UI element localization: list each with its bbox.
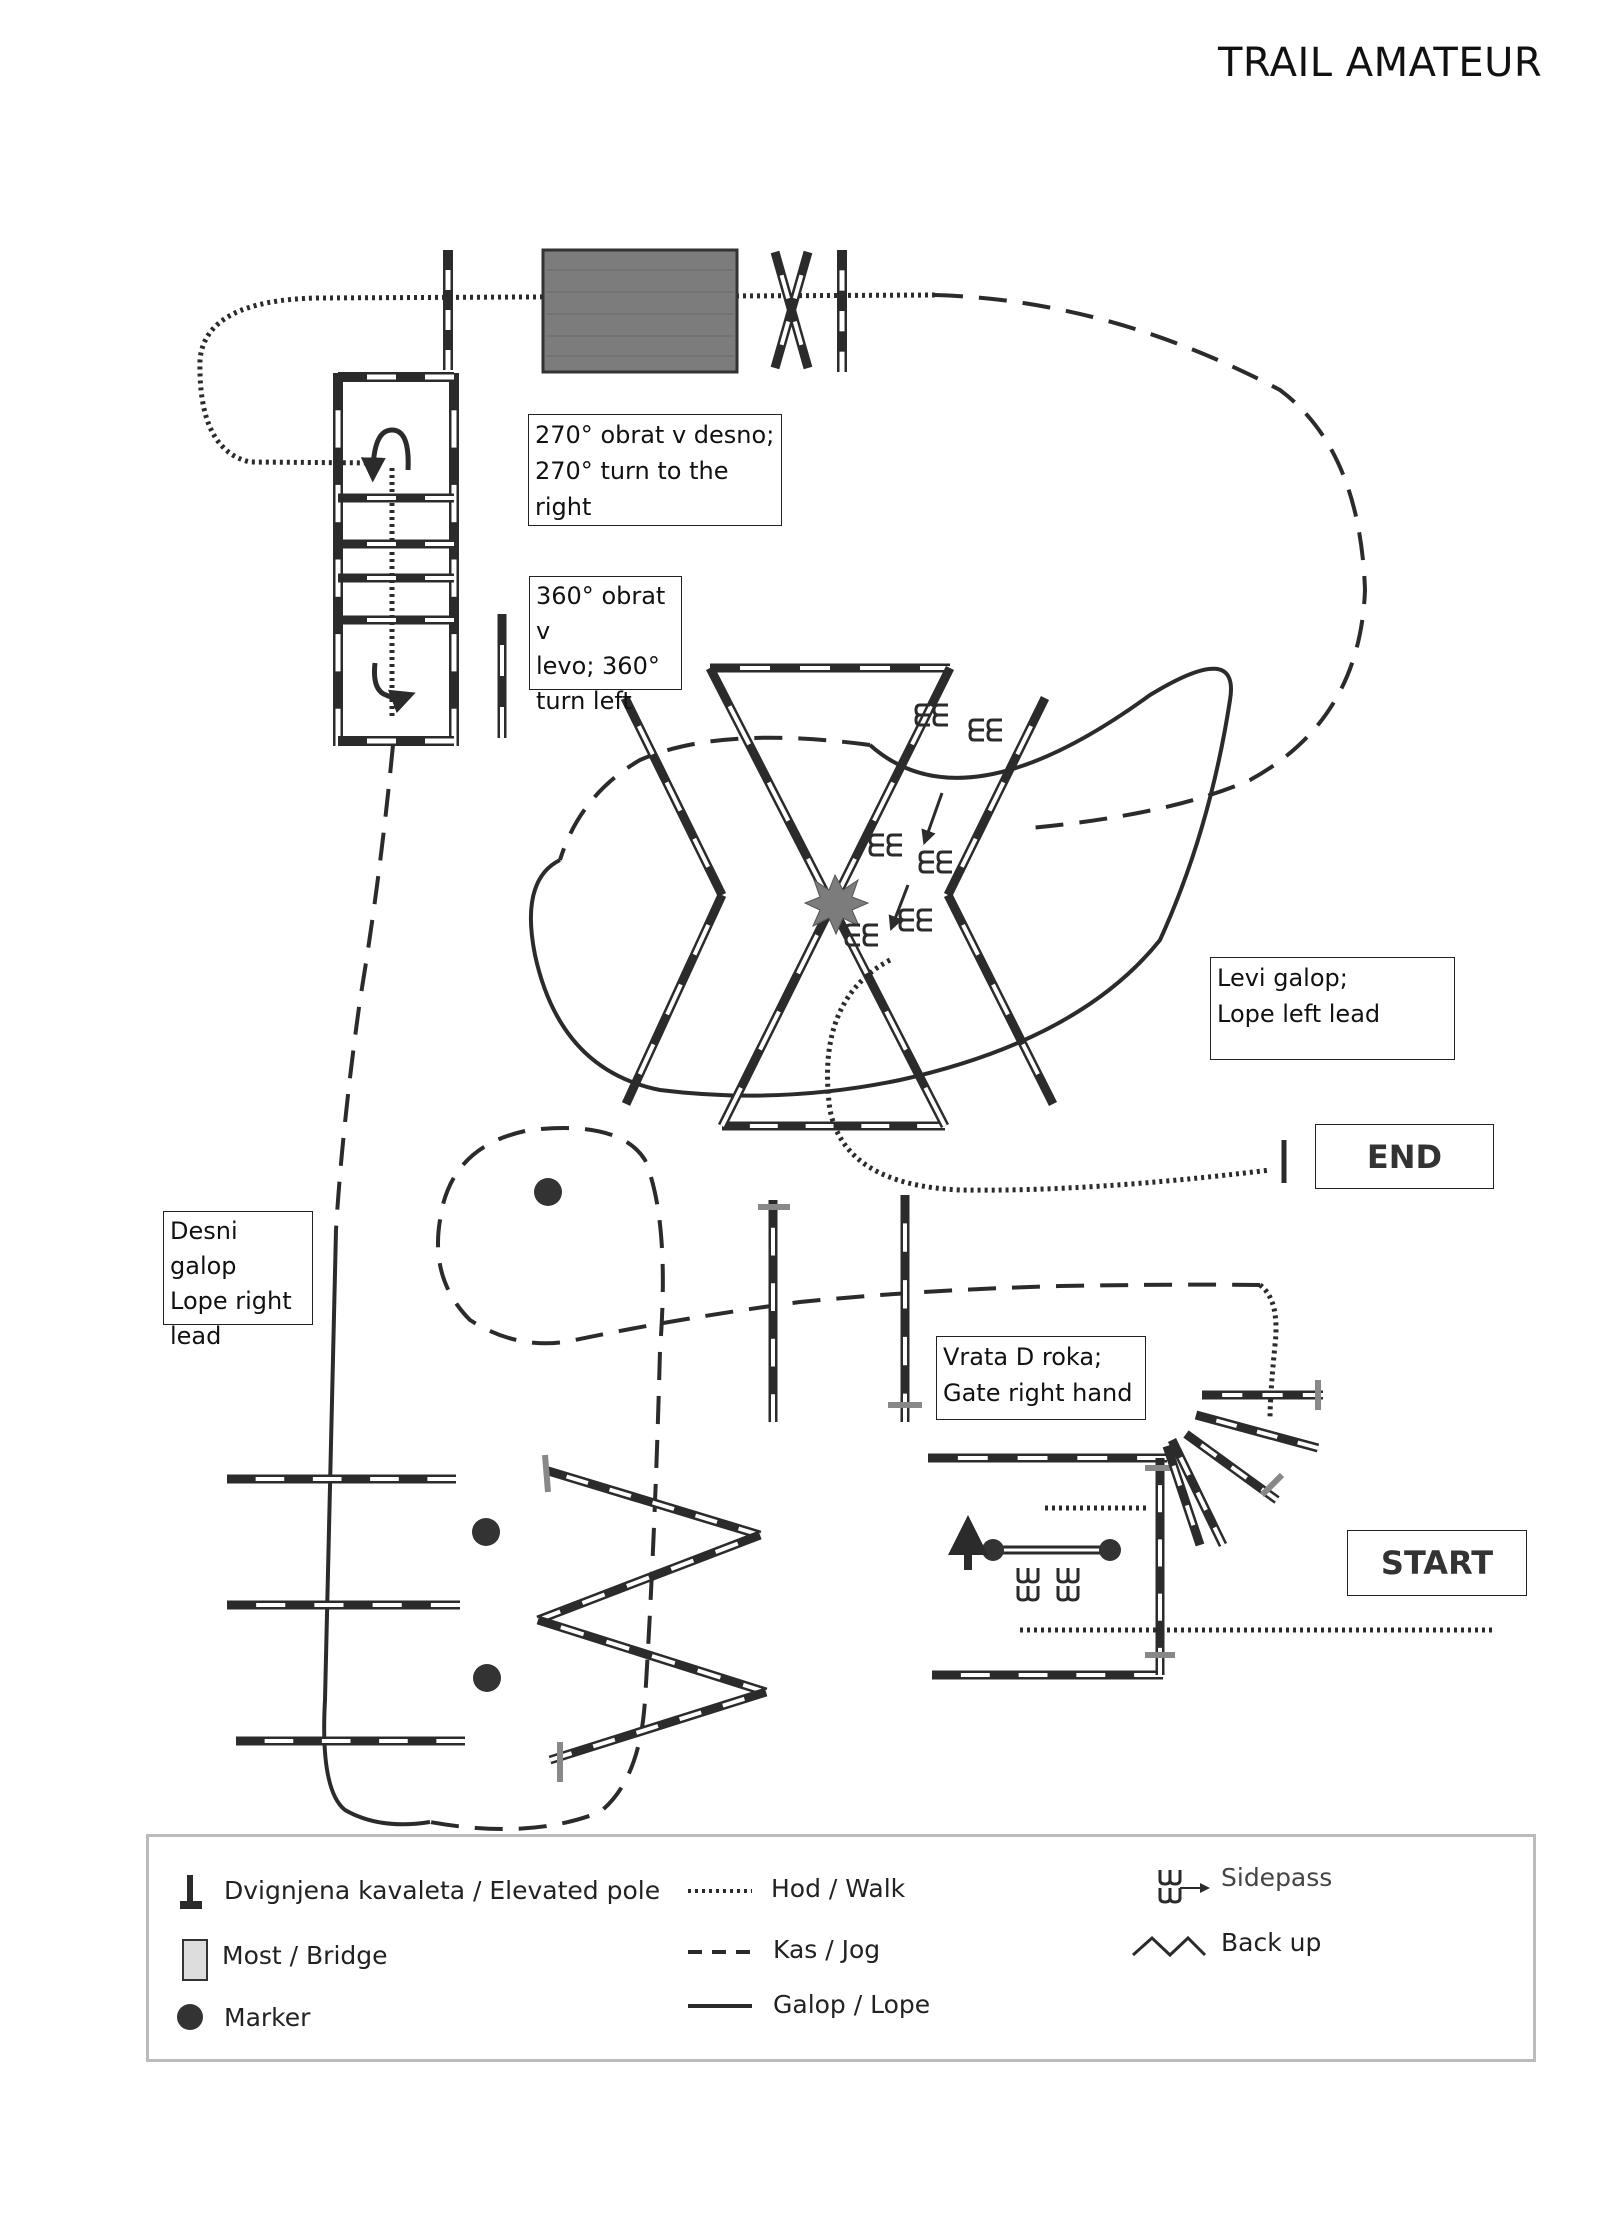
walk-path-end xyxy=(825,957,1271,1193)
sidepass-glyph-2 xyxy=(968,718,1002,742)
note-turn-360: 360° obrat v levo; 360° turn left xyxy=(529,576,682,715)
sidepass-arrow-1 xyxy=(921,792,944,846)
zigzag-tick-top xyxy=(542,1454,551,1493)
backup-ball-right xyxy=(1099,1539,1121,1561)
sidepass-glyph-8 xyxy=(1056,1568,1080,1602)
legend-bridge-label: Most / Bridge xyxy=(222,1941,388,1970)
walk-path-top xyxy=(197,292,936,466)
legend-bridge-icon xyxy=(182,1939,208,1981)
turn-270-arrow xyxy=(360,427,411,483)
jog-path-marker-loop xyxy=(429,1126,1261,1831)
legend-jog-label: Kas / Jog xyxy=(773,1935,881,1964)
fan-5 xyxy=(1162,1444,1205,1547)
poles-group xyxy=(227,250,1323,1782)
note-lope-right: Desni galop Lope right lead xyxy=(163,1211,313,1350)
note-turn-270: 270° obrat v desno; 270° turn to the rig… xyxy=(528,414,782,526)
fan-4 xyxy=(1167,1438,1228,1547)
legend-lope-label: Galop / Lope xyxy=(773,1990,931,2019)
legend-backup-icon xyxy=(1131,1935,1207,1958)
center-star xyxy=(803,873,870,936)
sidepass-glyph-1 xyxy=(914,703,948,727)
note-gate: Vrata D roka; Gate right hand xyxy=(936,1336,1146,1420)
legend-marker-label: Marker xyxy=(224,2003,311,2032)
legend-walk-label: Hod / Walk xyxy=(771,1874,906,1903)
legend-sidepass-label: Sidepass xyxy=(1221,1863,1333,1892)
legend-marker-icon xyxy=(177,2004,203,2030)
sidepass-glyph-6 xyxy=(898,908,932,932)
end-label: END xyxy=(1315,1124,1494,1189)
chevron-right-top xyxy=(943,696,1050,897)
zigzag-3 xyxy=(536,1615,768,1697)
sidepass-glyph-3 xyxy=(868,833,902,857)
legend xyxy=(146,1834,1536,2062)
sidepass-glyph-7 xyxy=(1016,1568,1040,1602)
legend-elevated-pole-label: Dvignjena kavaleta / Elevated pole xyxy=(224,1876,661,1905)
sidepass-glyph-4 xyxy=(918,850,952,874)
marker-1 xyxy=(534,1178,562,1206)
marker-2 xyxy=(472,1518,500,1546)
chevron-left-bottom xyxy=(621,893,727,1106)
fan-3-tick xyxy=(1259,1472,1285,1498)
note-lope-left: Levi galop; Lope left lead xyxy=(1210,957,1455,1060)
sidepass-glyph-5 xyxy=(844,923,878,947)
walk-path-gate xyxy=(1258,1283,1279,1421)
legend-sidepass-glyph xyxy=(1158,1870,1182,1904)
start-label: START xyxy=(1347,1530,1527,1596)
marker-3 xyxy=(473,1664,501,1692)
zigzag-2 xyxy=(536,1530,762,1625)
zigzag-4 xyxy=(548,1687,768,1765)
jog-path-left-side xyxy=(334,744,395,1231)
lope-path-left xyxy=(322,1229,431,1827)
pole-cross-b xyxy=(770,250,813,370)
turn-360-arrow xyxy=(372,662,416,714)
chevron-right-bottom xyxy=(943,892,1058,1107)
lope-path-oval xyxy=(528,666,1233,1098)
legend-backup-label: Back up xyxy=(1221,1928,1322,1957)
fan-2 xyxy=(1194,1410,1320,1453)
page-title: TRAIL AMATEUR xyxy=(1218,40,1543,86)
sidepass-arrow-2 xyxy=(888,884,910,932)
chevron-left-top xyxy=(620,696,727,897)
